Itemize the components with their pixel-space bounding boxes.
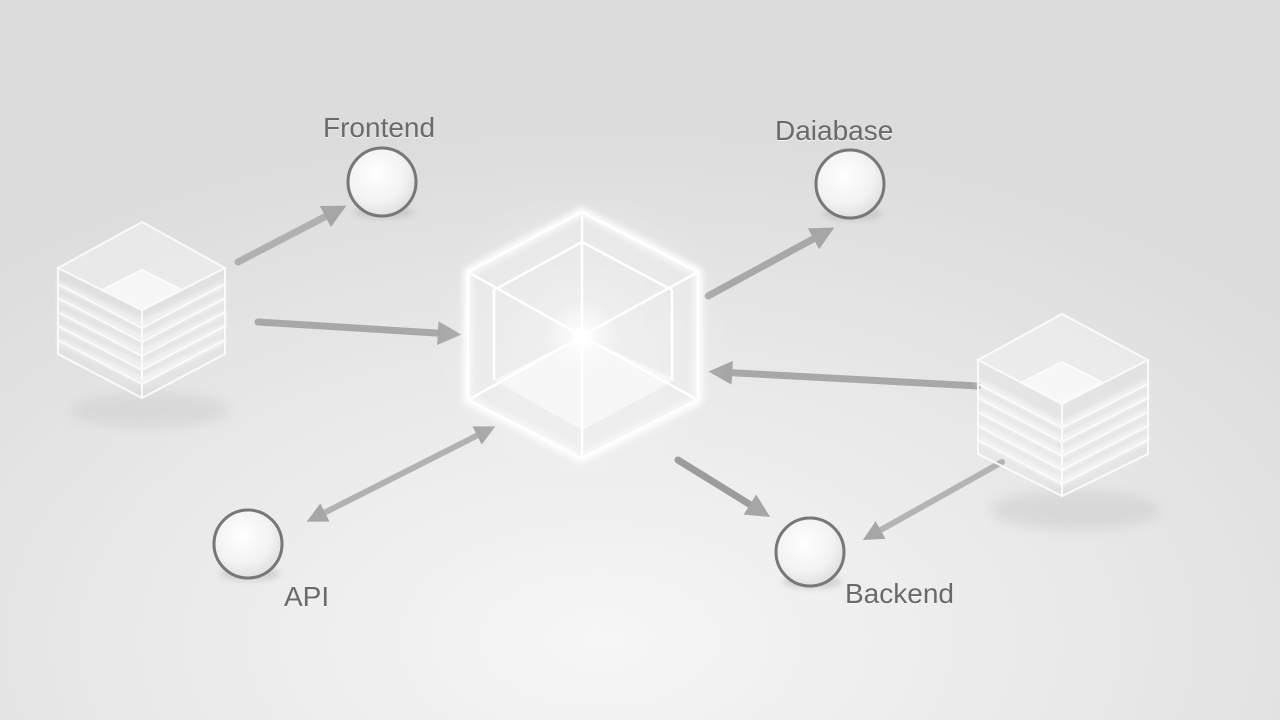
edges <box>234 205 1005 540</box>
backend-label: Backend <box>845 578 954 609</box>
edge-hub-to-database <box>704 227 835 300</box>
frontend-node[interactable] <box>346 146 418 219</box>
hub-cube <box>432 186 732 486</box>
edge-hub-to-backend <box>674 456 771 518</box>
frontend-label: Frontend <box>323 112 436 143</box>
stacked-cube-right <box>975 312 1160 530</box>
edge-stack-right-to-hub <box>708 360 982 390</box>
database-node[interactable] <box>814 148 886 221</box>
api-node[interactable] <box>212 508 284 581</box>
edge-hub-api <box>306 426 496 522</box>
database-label: Daiabase <box>775 115 894 146</box>
edge-stack-left-to-frontend <box>234 205 347 266</box>
edge-stack-left-to-hub <box>254 318 462 345</box>
api-label: API <box>284 581 330 612</box>
stacked-cube-left <box>55 220 230 428</box>
backend-node[interactable] <box>774 516 846 589</box>
edge-stack-right-to-backend <box>862 459 1005 540</box>
